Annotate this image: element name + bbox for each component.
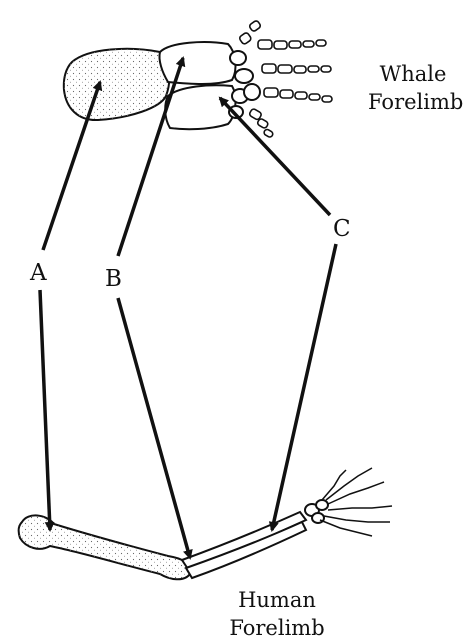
human-forelimb — [19, 468, 392, 579]
label-a: A — [30, 262, 47, 285]
whale-radius — [159, 42, 235, 84]
human-carpals — [305, 500, 328, 523]
label-c: C — [333, 218, 351, 241]
whale-caption: Whale Forelimb — [368, 64, 458, 113]
whale-caption-line1: Whale — [368, 64, 458, 85]
arrow-c-to-human — [272, 244, 336, 530]
human-caption-line2: Forelimb — [222, 618, 332, 639]
arrow-b-to-human — [118, 298, 190, 558]
whale-forelimb — [64, 20, 332, 138]
arrow-c-to-whale — [220, 98, 330, 215]
human-caption-line1: Human — [222, 590, 332, 611]
arrows — [40, 58, 336, 558]
whale-caption-line2: Forelimb — [368, 92, 458, 113]
whale-carpals — [229, 51, 260, 118]
human-fingers — [320, 468, 392, 536]
human-ulna — [186, 522, 306, 578]
arrow-a-to-human — [40, 290, 50, 530]
whale-ulna — [165, 85, 235, 129]
label-b: B — [105, 268, 122, 291]
human-caption: Human Forelimb — [222, 590, 332, 639]
